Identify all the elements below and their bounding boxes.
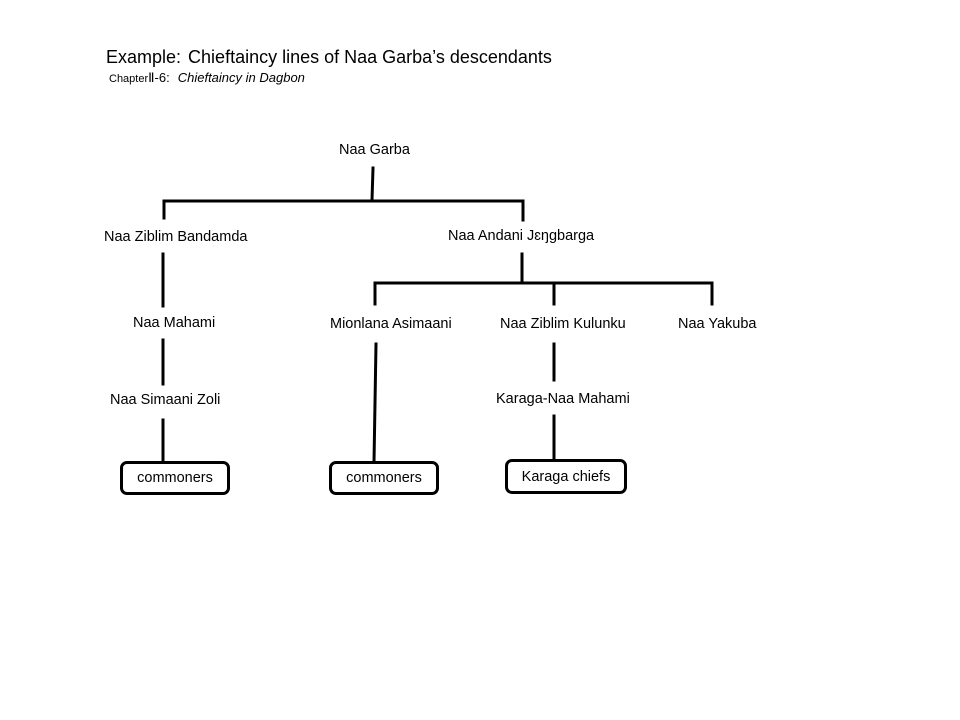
node-naa-mahami: Naa Mahami xyxy=(133,315,216,331)
subtitle-number: Ⅱ-6: xyxy=(148,70,170,85)
title-prefix: Example: xyxy=(106,47,182,67)
end-box-label: commoners xyxy=(137,470,213,486)
end-box-karaga-chiefs: Karaga chiefs xyxy=(505,459,627,494)
node-naa-garba: Naa Garba xyxy=(339,142,410,158)
diagram-title: Example: Chieftaincy lines of Naa Garba’s… xyxy=(106,46,552,68)
node-mionlana-asimaani: Mionlana Asimaani xyxy=(330,316,452,332)
node-naa-ziblim-bandamda: Naa Ziblim Bandamda xyxy=(104,229,248,245)
diagram-subtitle: ChapterⅡ-6: Chieftaincy in Dagbon xyxy=(109,70,305,87)
end-box-label: commoners xyxy=(346,470,422,486)
node-naa-yakuba: Naa Yakuba xyxy=(678,316,757,332)
node-karaga-naa-mahami: Karaga-Naa Mahami xyxy=(496,391,630,407)
subtitle-prefix: Chapter xyxy=(109,73,149,85)
connector-root-stem xyxy=(370,166,375,202)
node-naa-simaani-zoli: Naa Simaani Zoli xyxy=(110,392,221,408)
end-box-label: Karaga chiefs xyxy=(521,468,611,485)
end-box-commoners-left: commoners xyxy=(120,461,230,495)
connector-first-to-end xyxy=(372,342,378,464)
subtitle-text: Chieftaincy in Dagbon xyxy=(177,70,305,85)
title-text: Chieftaincy lines of Naa Garba’s descend… xyxy=(188,47,552,67)
end-box-commoners-right: commoners xyxy=(329,461,439,495)
node-naa-andani-jengbarga: Naa Andani Jɛŋgbarga xyxy=(448,228,595,244)
node-naa-ziblim-kulunku: Naa Ziblim Kulunku xyxy=(500,316,626,332)
